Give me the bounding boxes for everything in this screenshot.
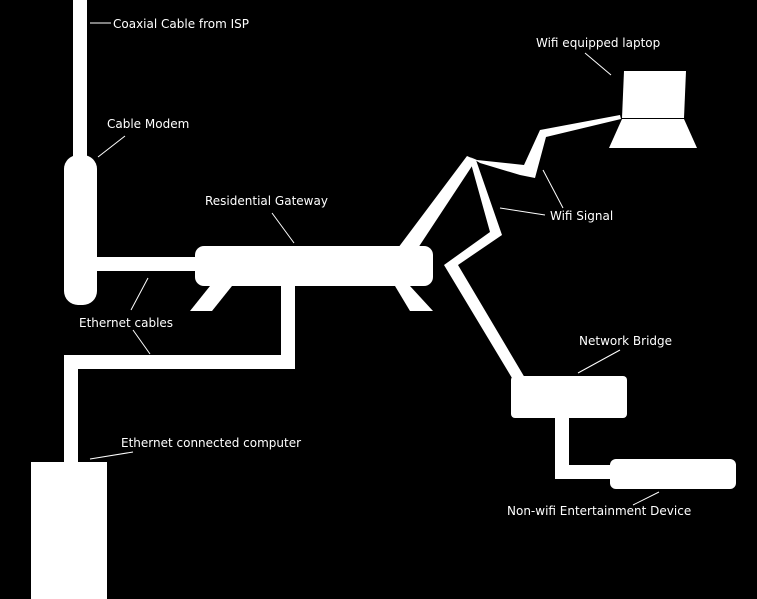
wifi-signal-bridge (444, 160, 525, 378)
leader-ethernet-b (132, 329, 151, 355)
leader-gateway (271, 212, 295, 244)
leader-wifi-a (542, 169, 564, 209)
ethernet-cable-modem-gateway (95, 257, 205, 271)
label-coaxial-cable: Coaxial Cable from ISP (113, 17, 249, 31)
leader-modem (97, 135, 126, 158)
leader-laptop (584, 52, 612, 76)
label-wifi-signal: Wifi Signal (550, 209, 613, 223)
label-cable-modem: Cable Modem (107, 117, 189, 131)
label-ethernet-computer: Ethernet connected computer (121, 436, 301, 450)
leader-wifi-b (499, 207, 546, 216)
leader-entertainment (632, 491, 660, 506)
residential-gateway (195, 246, 433, 286)
network-bridge (511, 376, 627, 418)
laptop-screen (622, 71, 686, 118)
gateway-left-foot (190, 286, 232, 311)
coaxial-cable (73, 0, 87, 160)
label-ethernet-cables: Ethernet cables (79, 316, 173, 330)
entertainment-device (610, 459, 736, 489)
label-laptop: Wifi equipped laptop (536, 36, 660, 50)
wifi-signal-laptop (470, 115, 621, 178)
gateway-antenna (398, 156, 476, 248)
leader-bridge (577, 349, 621, 374)
cable-modem (64, 155, 97, 305)
label-residential-gateway: Residential Gateway (205, 194, 328, 208)
label-network-bridge: Network Bridge (579, 334, 672, 348)
ethernet-computer (31, 462, 107, 599)
laptop-base (609, 119, 697, 148)
cable-bridge-entertainment (555, 416, 612, 479)
leader-computer (89, 451, 134, 460)
gateway-right-foot (395, 286, 433, 311)
leader-ethernet-a (130, 277, 149, 311)
label-entertainment-device: Non-wifi Entertainment Device (507, 504, 691, 518)
